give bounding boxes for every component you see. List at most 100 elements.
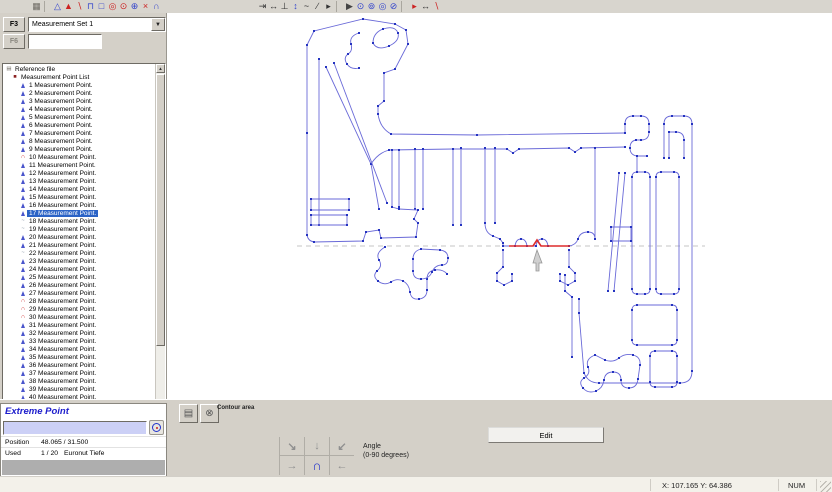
- rectangle-icon[interactable]: □: [98, 1, 105, 11]
- tree-item-measurement-point-26[interactable]: 26 Measurement Point.: [3, 281, 153, 289]
- circle-select-icon[interactable]: ◎: [378, 1, 387, 11]
- tree-item-measurement-point-19[interactable]: ~19 Measurement Point.: [3, 225, 153, 233]
- tree-item-measurement-point-32[interactable]: 32 Measurement Point.: [3, 329, 153, 337]
- extreme-point-icon: [19, 202, 27, 208]
- snap-end-icon[interactable]: ⇥: [258, 1, 267, 11]
- tree-item-measurement-point-16[interactable]: 16 Measurement Point.: [3, 201, 153, 209]
- tree-vertical-scrollbar[interactable]: ▲ ▼: [155, 64, 165, 410]
- tree-item-measurement-point-30[interactable]: ∩30 Measurement Point.: [3, 313, 153, 321]
- tree-item-measurement-point-10[interactable]: ∩10 Measurement Point.: [3, 153, 153, 161]
- curve-fit-icon[interactable]: ~: [303, 1, 310, 11]
- tree-item-measurement-point-36[interactable]: 36 Measurement Point.: [3, 361, 153, 369]
- angle-down-left-button[interactable]: ↙: [329, 437, 354, 456]
- measurement-set-combobox[interactable]: Measurement Set 1 ▼: [28, 17, 166, 32]
- angle-down-button[interactable]: ↓: [304, 437, 329, 456]
- tree-item-label: 6 Measurement Point.: [29, 121, 93, 129]
- tree-item-label: Measurement Point List: [21, 73, 90, 81]
- tree-item-measurement-point-11[interactable]: 11 Measurement Point.: [3, 161, 153, 169]
- f6-button[interactable]: F6: [3, 34, 25, 49]
- run-points-icon[interactable]: ▸: [412, 1, 417, 11]
- contour-profile-icon[interactable]: ▤: [179, 404, 198, 423]
- tree-item-measurement-point-24[interactable]: 24 Measurement Point.: [3, 265, 153, 273]
- tree-item-measurement-point-list[interactable]: ■Measurement Point List: [3, 73, 153, 81]
- tree-item-measurement-point-15[interactable]: 15 Measurement Point.: [3, 193, 153, 201]
- chevron-down-icon[interactable]: ▼: [151, 18, 165, 31]
- circle-move-icon[interactable]: ⊙: [356, 1, 365, 11]
- tree-item-measurement-point-35[interactable]: 35 Measurement Point.: [3, 353, 153, 361]
- perpendicular-icon[interactable]: ⊥: [280, 1, 289, 11]
- tree-vscroll-thumb[interactable]: [156, 74, 165, 346]
- circle-icon[interactable]: ◎: [108, 1, 117, 11]
- extreme-point-icon: [19, 322, 27, 328]
- tree-item-measurement-point-39[interactable]: 39 Measurement Point.: [3, 385, 153, 393]
- flag-icon[interactable]: ▶: [346, 1, 353, 11]
- circle-rotate-icon[interactable]: ⊚: [367, 1, 376, 11]
- tree-item-measurement-point-8[interactable]: 8 Measurement Point.: [3, 137, 153, 145]
- contour-area-icon[interactable]: ⊗: [200, 404, 219, 423]
- tree-item-measurement-point-20[interactable]: 20 Measurement Point.: [3, 233, 153, 241]
- tree-item-measurement-point-5[interactable]: 5 Measurement Point.: [3, 113, 153, 121]
- tree-item-measurement-point-7[interactable]: 7 Measurement Point.: [3, 129, 153, 137]
- tree-item-measurement-point-23[interactable]: 23 Measurement Point.: [3, 257, 153, 265]
- triangle-filled-icon[interactable]: ▲: [64, 1, 73, 11]
- measure-line-icon[interactable]: ∖: [433, 1, 440, 11]
- extreme-point-input[interactable]: [3, 420, 147, 435]
- target-button[interactable]: [149, 420, 164, 435]
- snap-extent-icon[interactable]: ↔: [269, 1, 278, 11]
- extreme-point-icon: [19, 122, 27, 128]
- extreme-point-icon: [19, 98, 27, 104]
- edit-button[interactable]: Edit: [488, 427, 604, 443]
- tree-item-reference-file[interactable]: ▤Reference file: [3, 65, 153, 73]
- angle-right-button[interactable]: →: [279, 456, 304, 475]
- tree-item-label: 36 Measurement Point.: [29, 361, 97, 369]
- tree-item-measurement-point-12[interactable]: 12 Measurement Point.: [3, 169, 153, 177]
- angle-pad: ↘↓↙→∩←: [279, 437, 354, 475]
- extreme-point-panel: Extreme Point Position 48.065 / 31.500 U…: [0, 403, 167, 477]
- tree-item-measurement-point-34[interactable]: 34 Measurement Point.: [3, 345, 153, 353]
- tree-item-measurement-point-38[interactable]: 38 Measurement Point.: [3, 377, 153, 385]
- arc-tool-icon[interactable]: ∩: [153, 1, 160, 11]
- vertical-measure-icon[interactable]: ↕: [293, 1, 298, 11]
- tree-item-measurement-point-33[interactable]: 33 Measurement Point.: [3, 337, 153, 345]
- tree-item-measurement-point-29[interactable]: ∩29 Measurement Point.: [3, 305, 153, 313]
- grid-icon[interactable]: ▦: [32, 1, 41, 11]
- tree-item-measurement-point-22[interactable]: ~22 Measurement Point.: [3, 249, 153, 257]
- tree-item-measurement-point-2[interactable]: 2 Measurement Point.: [3, 89, 153, 97]
- tree-item-measurement-point-3[interactable]: 3 Measurement Point.: [3, 97, 153, 105]
- circle-slash-icon[interactable]: ⊘: [389, 1, 398, 11]
- arc-open-icon[interactable]: ⊓: [86, 1, 95, 11]
- drawing-canvas[interactable]: .w{fill:none;stroke:#6a6ad8;stroke-width…: [166, 13, 832, 399]
- position-label: Position: [5, 438, 30, 446]
- tree-item-measurement-point-9[interactable]: 9 Measurement Point.: [3, 145, 153, 153]
- tangent-line-icon[interactable]: ∕: [316, 1, 319, 11]
- double-arrow-icon[interactable]: ↔: [421, 1, 430, 11]
- tree-item-measurement-point-27[interactable]: 27 Measurement Point.: [3, 289, 153, 297]
- f6-field[interactable]: [28, 34, 102, 49]
- tree-item-measurement-point-28[interactable]: ∩28 Measurement Point.: [3, 297, 153, 305]
- resize-grip[interactable]: [820, 481, 831, 492]
- tree-item-measurement-point-4[interactable]: 4 Measurement Point.: [3, 105, 153, 113]
- scroll-up-icon[interactable]: ▲: [156, 64, 165, 73]
- tree-item-measurement-point-40[interactable]: 40 Measurement Point.: [3, 393, 153, 401]
- delete-point-icon[interactable]: ×: [142, 1, 149, 11]
- tree-item-measurement-point-6[interactable]: 6 Measurement Point.: [3, 121, 153, 129]
- arc-point-icon: ∩: [21, 298, 25, 304]
- tree-item-measurement-point-31[interactable]: 31 Measurement Point.: [3, 321, 153, 329]
- marker-icon[interactable]: ▸: [326, 1, 331, 11]
- triangle-outline-icon[interactable]: △: [54, 1, 61, 11]
- circle-dot-icon[interactable]: ⊙: [119, 1, 128, 11]
- tree-item-measurement-point-37[interactable]: 37 Measurement Point.: [3, 369, 153, 377]
- tree-item-measurement-point-14[interactable]: 14 Measurement Point.: [3, 185, 153, 193]
- tree-item-measurement-point-18[interactable]: ~18 Measurement Point.: [3, 217, 153, 225]
- angle-down-right-button[interactable]: ↘: [279, 437, 304, 456]
- crosshair-icon[interactable]: ⊕: [130, 1, 139, 11]
- tree-item-measurement-point-21[interactable]: 21 Measurement Point.: [3, 241, 153, 249]
- line-tool-icon[interactable]: ∖: [76, 1, 83, 11]
- f3-button[interactable]: F3: [3, 17, 25, 32]
- tree-item-measurement-point-25[interactable]: 25 Measurement Point.: [3, 273, 153, 281]
- tree-item-measurement-point-13[interactable]: 13 Measurement Point.: [3, 177, 153, 185]
- tree-item-measurement-point-17[interactable]: 17 Measurement Point.: [3, 209, 153, 217]
- tree-item-measurement-point-1[interactable]: 1 Measurement Point.: [3, 81, 153, 89]
- angle-left-button[interactable]: ←: [329, 456, 354, 475]
- used-value: 1 / 20: [41, 449, 59, 457]
